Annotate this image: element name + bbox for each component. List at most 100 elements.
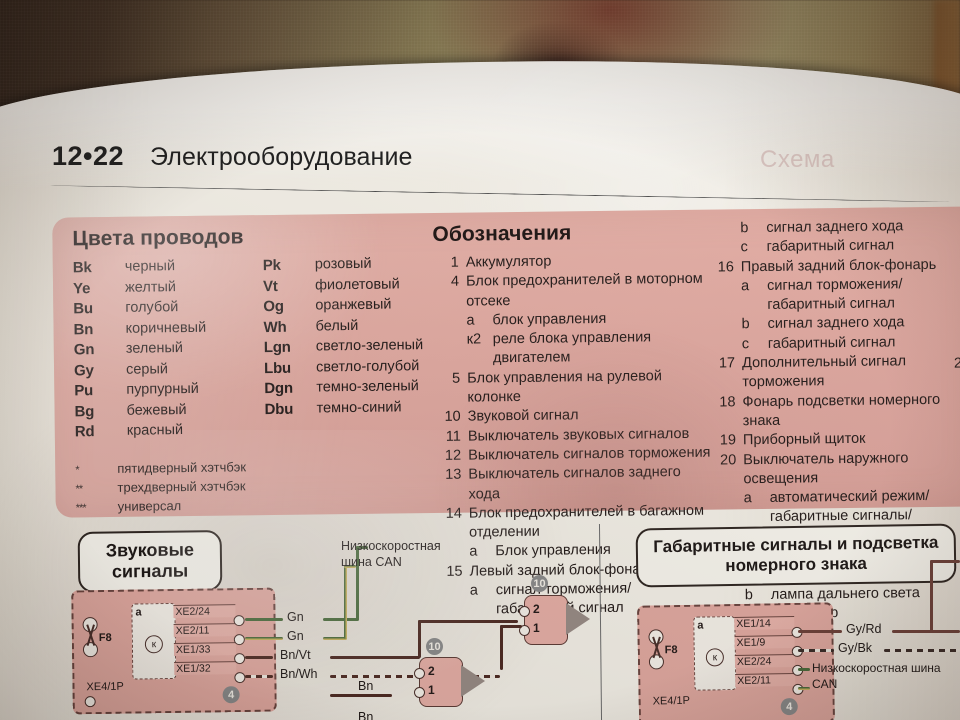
wire-color-abbr [265,419,317,439]
pin-label-r1: XE1/9 [734,634,795,650]
horn-feed-wire [330,694,392,697]
wire-color-name: розовый [314,255,372,273]
designation-letter: a [469,582,478,599]
designation-number: 20 [719,451,737,469]
horn-feed-top [500,625,522,628]
footnote-marker: * [75,463,79,476]
horn-pin-upper-1 [519,625,530,636]
designation-number: 11 [445,428,462,445]
horn-feed-riser [500,625,503,670]
fuse-label-right: F8 [664,644,678,657]
wire-color-name: желтый [124,278,177,296]
wire-color-abbr: Lbu [263,359,292,377]
horn-pin-label-lower-2: 2 [428,664,435,678]
designation-letter: a [740,278,750,295]
horn-pin-label-upper-2: 2 [533,602,540,616]
right-trunk-top [930,560,960,563]
designation-letter: к2 [466,331,482,348]
designation-subitem: eблок р [945,469,960,491]
connector-pin-2 [234,653,246,665]
wire-color-abbr: Og [263,297,284,316]
designation-letter: a [743,490,752,507]
right-trunk-riser [930,560,933,632]
footnote-row: ***универсал [76,493,454,517]
wire-label-gyrd: Gy/Rd [846,622,882,636]
wire-color-name: светло-голубой [315,357,420,375]
ground-label-left: XE4/1P [86,680,124,694]
can-wire-up-2 [323,637,347,640]
designation-letter: c [741,335,750,353]
wire-color-name: оранжевый [315,296,392,314]
wire-color-name: зеленый [125,340,184,357]
wire-can-r1 [798,668,810,671]
wire-color-abbr: Bu [73,300,94,318]
designation-item: 22Правая блок- [944,353,960,375]
wire-colors-title: Цвета проводов [72,225,244,251]
trunk-riser-bn [418,620,421,658]
wire-label-bn-2: Bn [358,710,374,720]
wire-color-name: темно-зеленый [316,378,419,396]
wire-color-name: серый [125,360,169,378]
wire-label-gn-2: Gn [287,629,304,643]
designation-subtext: ксенон [945,449,960,471]
wire-color-name: коричневый [125,319,207,337]
designation-text: Дополнительный сигнал торможения [741,353,907,391]
pin-label-0: XE2/24 [173,604,236,619]
horn-number-upper: 10 [531,575,548,592]
designation-text: Правый задний блок-фонарь [740,256,937,275]
module-letter-right: a [697,619,704,632]
designation-subtext: лампы [943,314,960,336]
wire-gn-1 [245,618,283,621]
pin-label-1: XE2/11 [173,623,236,638]
connector-pin-0 [233,615,245,627]
wire-color-abbr: Dbu [264,400,294,418]
horn-upper [524,595,568,645]
designation-subitem-text: сигнал заднего хода [766,218,904,236]
designation-continuation: отсеке [433,289,713,312]
block-number-right: 4 [780,697,798,716]
wire-color-abbr: Bn [73,320,94,338]
designation-letter: b [744,586,754,603]
can-wire-up-1 [323,618,359,621]
wire-color-name: голубой [125,299,179,316]
footnote-text: пятидверный хэтчбэк [117,458,247,476]
diagram-title-horn: Звуковые сигналы [77,530,223,594]
horn-pin-label-lower-1: 1 [428,683,435,697]
trunk-wire-bn [330,656,420,659]
page-title: Электрооборудование [150,143,413,171]
designations-list-4: dблок управленияксеноновыхeблок розжигал… [943,258,960,504]
designation-subitem: b лампа дальнего света [712,583,952,605]
can-wire-riser-2 [344,565,347,639]
wire-color-name: светло-зеленый [315,337,424,355]
designation-number: 1 [450,254,459,271]
wire-color-name: пурпурный [126,380,199,398]
designation-subitem-text: реле блока управления двигателем [492,329,652,367]
horn-number-lower: 10 [426,638,443,655]
designation-number: 19 [719,432,737,449]
designation-subitem-text: блок управления [492,310,607,329]
wire-color-abbr: Vt [262,277,278,295]
designations-column-4: dблок управленияксеноновыхeблок розжигал… [943,258,960,504]
fuse-symbol-bottom [82,642,99,658]
wire-color-name: белый [315,317,359,334]
wire-color-name [317,418,453,439]
horn-pin-lower-1 [414,687,425,698]
pin-label-r0: XE1/14 [734,615,795,631]
designation-text: Фонарь подсветки номерного знака [742,391,941,430]
diagram-title-park-text: Габаритные сигналы и подсветка номерного… [653,532,939,575]
designation-subitem: cактиват [945,411,960,433]
designation-subitem: fлампа бл [944,334,960,356]
designation-continuation-text: отсеке [466,292,511,310]
designation-subitem-text: лампа дальнего света [770,584,920,603]
wire-label-bnvt: Bn/Vt [280,648,311,662]
horn-pin-lower-2 [414,668,425,679]
designation-letter: c [740,239,748,256]
designation-subitem: eблок розжига [943,295,960,317]
designation-subitem-text: автоматический режим/ [769,488,930,507]
